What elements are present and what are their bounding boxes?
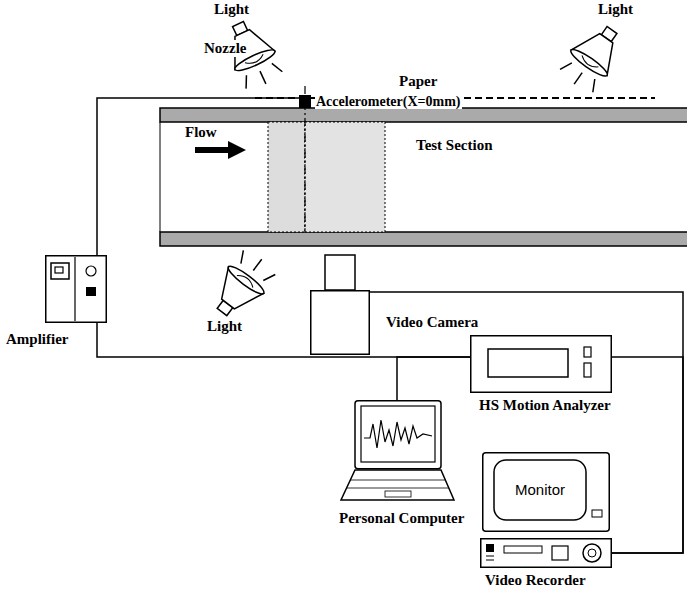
part-label: Nozzle [203, 40, 247, 57]
camera-lens [325, 255, 355, 290]
channel-wall [160, 232, 687, 246]
signal-wire [97, 98, 299, 255]
channel-wall [160, 108, 687, 122]
accelerometer: Accelerometer(X=0mm) [299, 95, 311, 108]
motion-analyzer: HS Motion Analyzer [470, 335, 612, 393]
signal-wire [397, 357, 470, 400]
monitor: Monitor [482, 452, 610, 532]
part-label: Flow [184, 124, 218, 141]
part-label: Light [206, 318, 243, 335]
light-lamp [204, 246, 279, 325]
light-lamp [556, 17, 630, 96]
accelerometer-icon [299, 95, 311, 108]
part-label: Light [597, 1, 634, 18]
video-recorder-icon [480, 538, 612, 568]
device-label: Personal Computer [338, 510, 465, 527]
personal-computer: Personal Computer [340, 400, 455, 505]
device-label: Monitor [514, 482, 566, 499]
part-label: Paper [398, 73, 438, 90]
device-label: Accelerometer(X=0mm) [315, 94, 462, 109]
signal-wire [612, 357, 683, 553]
personal-computer-icon [340, 400, 455, 505]
flow-arrow [228, 141, 246, 159]
device-label: Video Recorder [484, 572, 587, 589]
video-recorder: Video Recorder [480, 538, 612, 568]
amplifier: Amplifier [45, 255, 107, 323]
flow-arrow [195, 147, 230, 153]
device-label: Video Camera [385, 314, 479, 331]
part-label: Test Section [415, 137, 494, 154]
channel-inlet [160, 122, 161, 232]
device-label: HS Motion Analyzer [478, 397, 612, 414]
part-label: Light [213, 1, 250, 18]
video-camera-icon [310, 290, 370, 355]
nozzle-region [268, 122, 305, 232]
device-label: Amplifier [5, 331, 69, 348]
nozzle-region [305, 122, 385, 232]
motion-analyzer-icon [470, 335, 612, 393]
video-camera: Video Camera [310, 290, 370, 355]
amplifier-icon [45, 255, 107, 323]
